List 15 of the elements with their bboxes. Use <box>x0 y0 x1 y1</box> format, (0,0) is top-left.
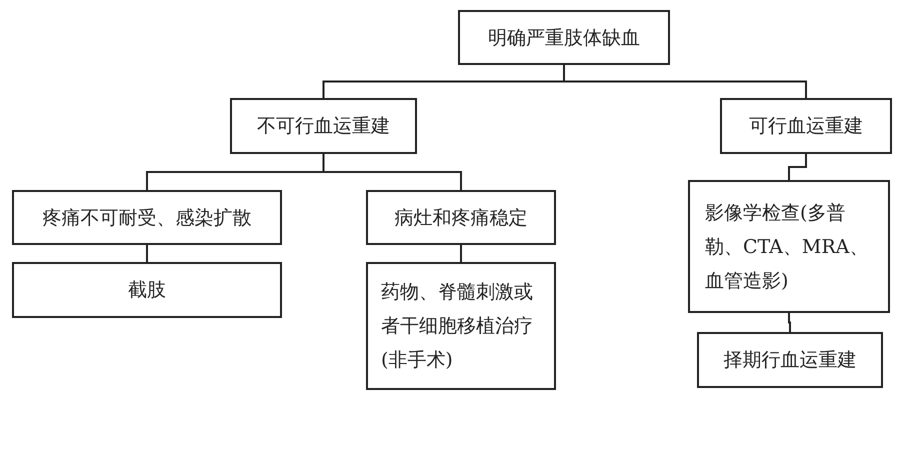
connector-line <box>460 245 462 262</box>
process-box: 择期行血运重建 <box>697 332 883 388</box>
connector-line <box>788 154 807 180</box>
process-box: 药物、脊髓刺激或者干细胞移植治疗(非手术) <box>366 262 556 390</box>
process-box: 不可行血运重建 <box>230 98 417 154</box>
connector-line <box>146 245 148 262</box>
process-box: 截肢 <box>12 262 282 318</box>
connector-line <box>788 313 791 332</box>
connector-line <box>322 154 462 190</box>
process-box: 疼痛不可耐受、感染扩散 <box>12 190 282 245</box>
process-box: 明确严重肢体缺血 <box>458 10 670 65</box>
process-box: 影像学检查(多普勒、CTA、MRA、血管造影) <box>688 180 890 313</box>
connector-line <box>563 65 807 98</box>
process-box: 病灶和疼痛稳定 <box>366 190 556 245</box>
process-box: 可行血运重建 <box>720 98 892 154</box>
